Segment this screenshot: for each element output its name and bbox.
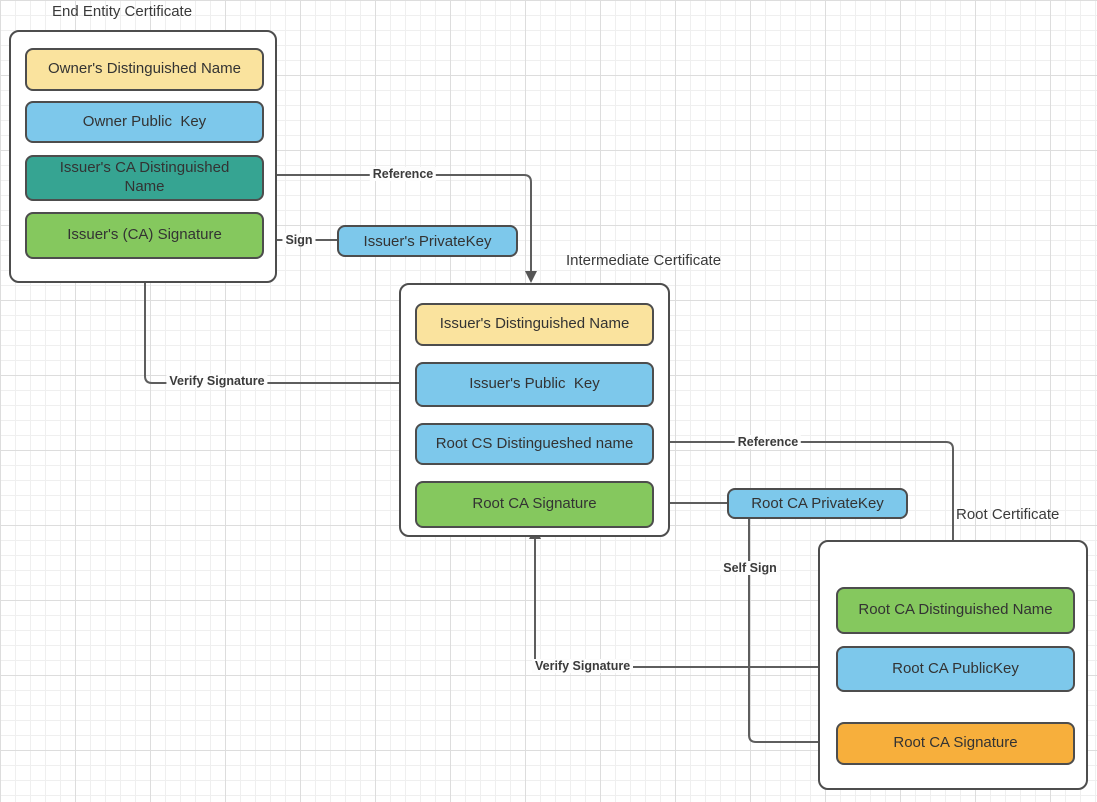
label-sign: Sign <box>282 233 316 247</box>
field-owner-public-key: Owner Public Key <box>25 101 264 143</box>
edge-reference-top <box>263 174 532 273</box>
field-root-cs-distingueshed-name: Root CS Distingueshed name <box>415 423 654 465</box>
label-self-sign: Self Sign <box>720 561 780 575</box>
edge-verify-signature-left <box>144 273 413 384</box>
edge-verify-signature-bottom <box>534 539 834 668</box>
end-entity-certificate-box: Owner's Distinguished Name Owner Public … <box>9 30 277 283</box>
field-issuers-ca-signature: Issuer's (CA) Signature <box>25 212 264 259</box>
label-reference-bottom: Reference <box>734 435 802 449</box>
field-root-ca-distinguished-name: Root CA Distinguished Name <box>836 587 1075 634</box>
field-root-ca-publickey: Root CA PublicKey <box>836 646 1075 692</box>
field-issuers-public-key: Issuer's Public Key <box>415 362 654 407</box>
field-root-ca-signature-root: Root CA Signature <box>836 722 1075 765</box>
arrowhead-reference-top <box>525 271 537 283</box>
label-reference-top: Reference <box>369 167 437 181</box>
root-certificate-title: Root Certificate <box>956 506 1060 523</box>
intermediate-certificate-box: Issuer's Distinguished Name Issuer's Pub… <box>399 283 670 537</box>
root-ca-privatekey-box: Root CA PrivateKey <box>727 488 908 519</box>
end-entity-certificate-title: End Entity Certificate <box>52 3 193 20</box>
field-owners-distinguished-name: Owner's Distinguished Name <box>25 48 264 91</box>
edge-reference-bottom <box>653 441 954 572</box>
issuers-privatekey-box: Issuer's PrivateKey <box>337 225 518 257</box>
field-root-ca-signature-intermediate: Root CA Signature <box>415 481 654 528</box>
field-issuers-ca-distinguished-name: Issuer's CA Distinguished Name <box>25 155 264 201</box>
label-verify-signature-bottom: Verify Signature <box>532 659 634 673</box>
edge-self-sign <box>748 519 818 743</box>
field-issuers-distinguished-name: Issuer's Distinguished Name <box>415 303 654 346</box>
label-verify-signature-left: Verify Signature <box>166 374 268 388</box>
root-certificate-box: Root CA Distinguished Name Root CA Publi… <box>818 540 1088 790</box>
intermediate-certificate-title: Intermediate Certificate <box>566 252 722 269</box>
